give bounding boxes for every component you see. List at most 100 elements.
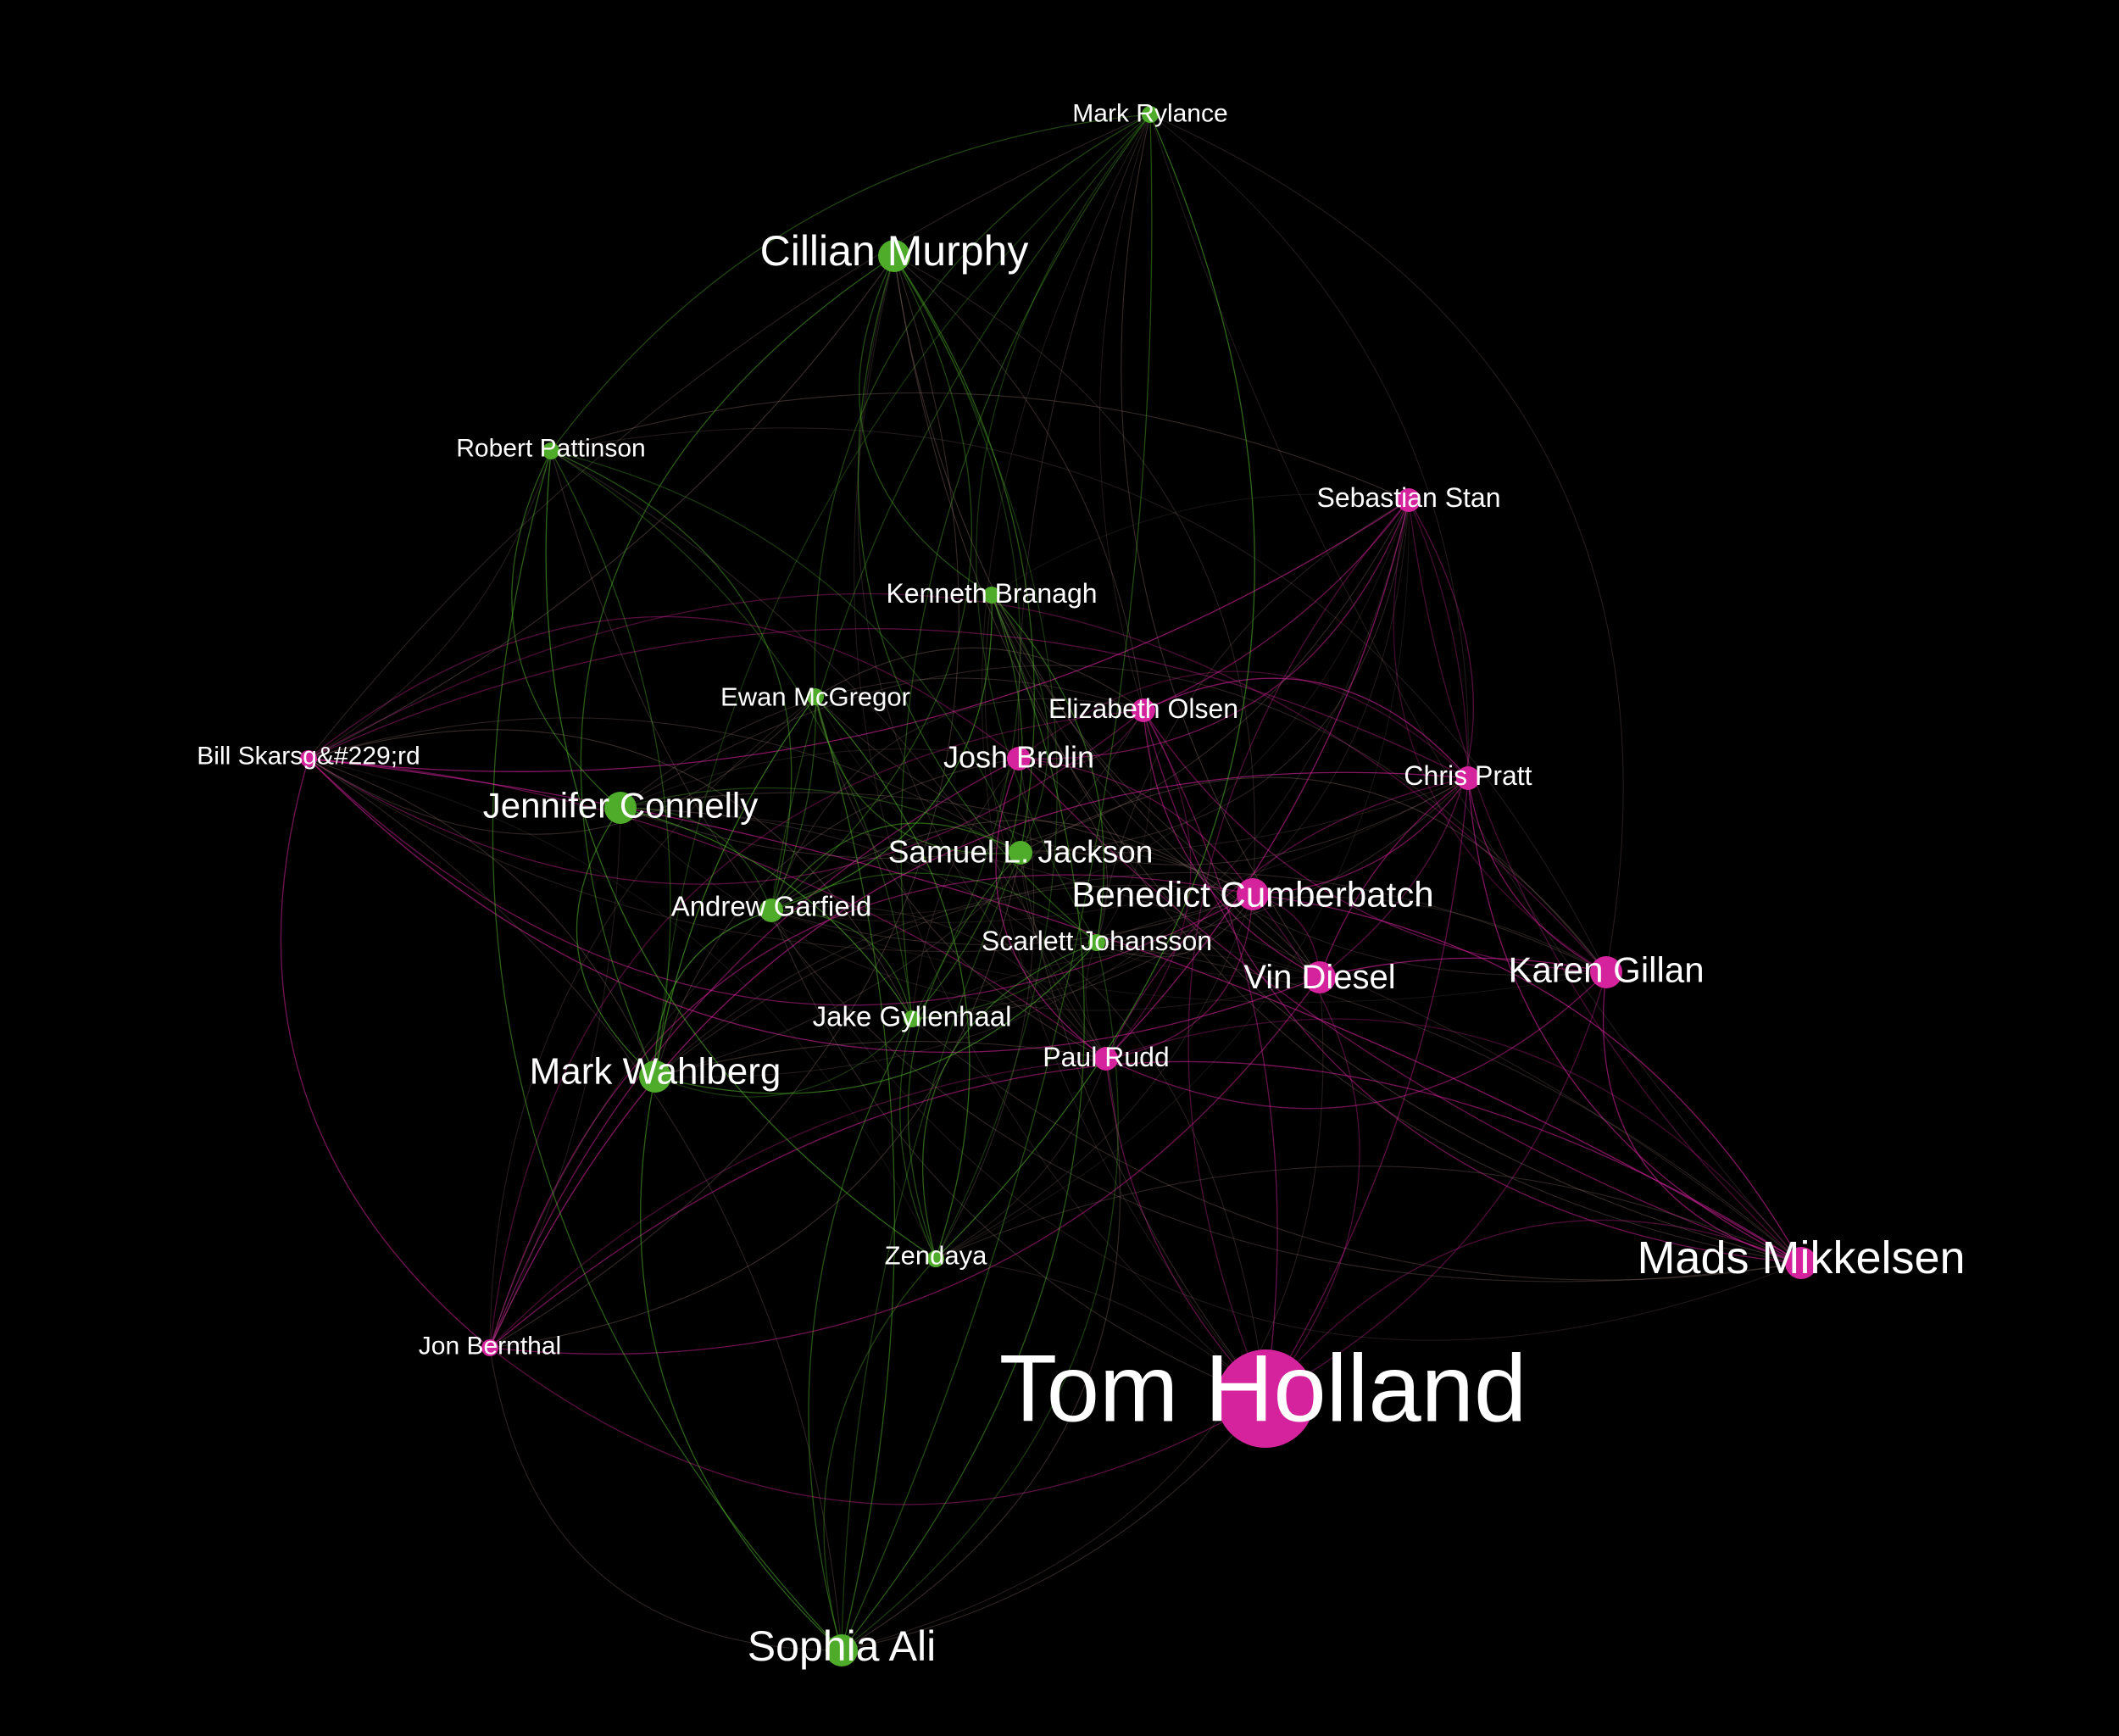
label-karen-gillan: Karen Gillan bbox=[1508, 950, 1704, 990]
edge bbox=[550, 450, 1107, 1060]
edge bbox=[489, 874, 1254, 1349]
edge bbox=[984, 594, 1107, 1060]
edge bbox=[1105, 971, 1607, 1110]
edge bbox=[1018, 758, 1108, 943]
node-mads-mikkelsen[interactable] bbox=[1785, 1247, 1817, 1279]
node-vin-diesel[interactable] bbox=[1304, 961, 1336, 993]
edge bbox=[770, 696, 816, 911]
label-cillian-murphy: Cillian Murphy bbox=[760, 227, 1029, 275]
node-karen-gillan[interactable] bbox=[1590, 956, 1622, 988]
edge bbox=[654, 114, 1151, 1077]
edge bbox=[620, 665, 1607, 973]
edge bbox=[1408, 499, 1802, 1264]
edge bbox=[654, 709, 1144, 1077]
label-mark-rylance: Mark Rylance bbox=[1072, 100, 1227, 128]
edge bbox=[921, 942, 1098, 1260]
node-chris-pratt[interactable] bbox=[1456, 766, 1480, 790]
node-sebastian-stan[interactable] bbox=[1397, 488, 1421, 512]
edge bbox=[308, 499, 1410, 772]
edge bbox=[770, 910, 1802, 1341]
edge bbox=[935, 114, 1255, 1260]
label-mads-mikkelsen: Mads Mikkelsen bbox=[1637, 1232, 1965, 1283]
edge bbox=[654, 884, 1254, 1077]
node-cillian-murphy[interactable] bbox=[878, 240, 910, 272]
edge bbox=[308, 758, 843, 1651]
edge bbox=[1105, 1018, 1802, 1264]
edge bbox=[1265, 1219, 1802, 1399]
edge bbox=[815, 696, 971, 1260]
edge bbox=[1020, 852, 1266, 1399]
edge bbox=[489, 771, 1469, 1349]
edge bbox=[1018, 499, 1410, 760]
edge bbox=[489, 1058, 1107, 1349]
edge bbox=[1096, 777, 1469, 943]
edge bbox=[841, 852, 1021, 1651]
edge bbox=[935, 499, 1410, 1260]
edge bbox=[1187, 499, 1410, 1399]
edge bbox=[770, 910, 1266, 1399]
node-robert-pattinson[interactable] bbox=[542, 442, 559, 459]
edge bbox=[550, 450, 1021, 854]
node-mark-rylance[interactable] bbox=[1142, 106, 1159, 123]
node-paul-rudd[interactable] bbox=[1094, 1047, 1118, 1071]
edge bbox=[899, 1018, 937, 1260]
edge bbox=[841, 942, 1119, 1651]
edge bbox=[1121, 114, 1321, 978]
node-jake-gyllenhaal[interactable] bbox=[904, 1010, 920, 1027]
edge bbox=[770, 594, 993, 911]
edge bbox=[550, 392, 1410, 501]
node-bill-skarsgard[interactable] bbox=[300, 750, 317, 767]
edge bbox=[999, 758, 1021, 854]
edge bbox=[580, 255, 895, 1077]
edge bbox=[857, 255, 1107, 1060]
edge bbox=[976, 114, 1151, 943]
node-benedict-cumberbatch[interactable] bbox=[1237, 878, 1269, 910]
node-jon-bernthal[interactable] bbox=[481, 1339, 498, 1356]
edge bbox=[841, 1398, 1266, 1651]
edge bbox=[1467, 777, 1607, 973]
node-elizabeth-olsen[interactable] bbox=[1132, 698, 1155, 722]
edge bbox=[1085, 942, 1107, 1060]
edge bbox=[907, 852, 1021, 1260]
edge bbox=[1252, 893, 1360, 1399]
edge bbox=[815, 696, 1321, 979]
edge bbox=[991, 594, 1254, 895]
edge bbox=[770, 910, 913, 1020]
edge bbox=[308, 450, 552, 760]
edge bbox=[770, 499, 1410, 916]
edge bbox=[620, 807, 913, 1020]
edge bbox=[770, 114, 1151, 911]
edge bbox=[1143, 499, 1410, 711]
edge bbox=[770, 905, 1107, 1060]
label-vin-diesel: Vin Diesel bbox=[1243, 959, 1395, 996]
edge bbox=[545, 450, 937, 1260]
edge bbox=[1096, 942, 1802, 1264]
edge bbox=[1096, 941, 1321, 978]
node-zendaya[interactable] bbox=[927, 1250, 944, 1267]
node-jennifer-connelly[interactable] bbox=[604, 792, 637, 824]
node-mark-wahlberg[interactable] bbox=[639, 1060, 671, 1093]
edge bbox=[1265, 777, 1469, 1399]
edge bbox=[511, 450, 621, 809]
node-josh-brolin[interactable] bbox=[1007, 747, 1031, 771]
edge bbox=[893, 255, 1144, 711]
edge bbox=[991, 493, 1410, 596]
edge bbox=[654, 942, 1098, 1094]
edge bbox=[1018, 758, 1802, 1264]
node-tom-holland[interactable] bbox=[1216, 1349, 1315, 1448]
edge bbox=[935, 893, 1254, 1260]
edge bbox=[1098, 114, 1151, 711]
edge bbox=[654, 758, 1020, 1077]
node-scarlett-johansson[interactable] bbox=[1088, 934, 1105, 951]
edge bbox=[620, 499, 1410, 860]
node-sophia-ali[interactable] bbox=[826, 1634, 858, 1666]
edge bbox=[1319, 957, 1607, 978]
edge bbox=[815, 696, 1107, 1060]
node-samuel-l-jackson[interactable] bbox=[1009, 841, 1032, 865]
node-andrew-garfield[interactable] bbox=[759, 899, 783, 922]
edge bbox=[991, 594, 1802, 1264]
edge bbox=[911, 499, 1410, 1020]
node-kenneth-branagh[interactable] bbox=[983, 587, 1000, 604]
edge bbox=[1143, 709, 1607, 973]
node-ewan-mcgregor[interactable] bbox=[807, 688, 824, 705]
